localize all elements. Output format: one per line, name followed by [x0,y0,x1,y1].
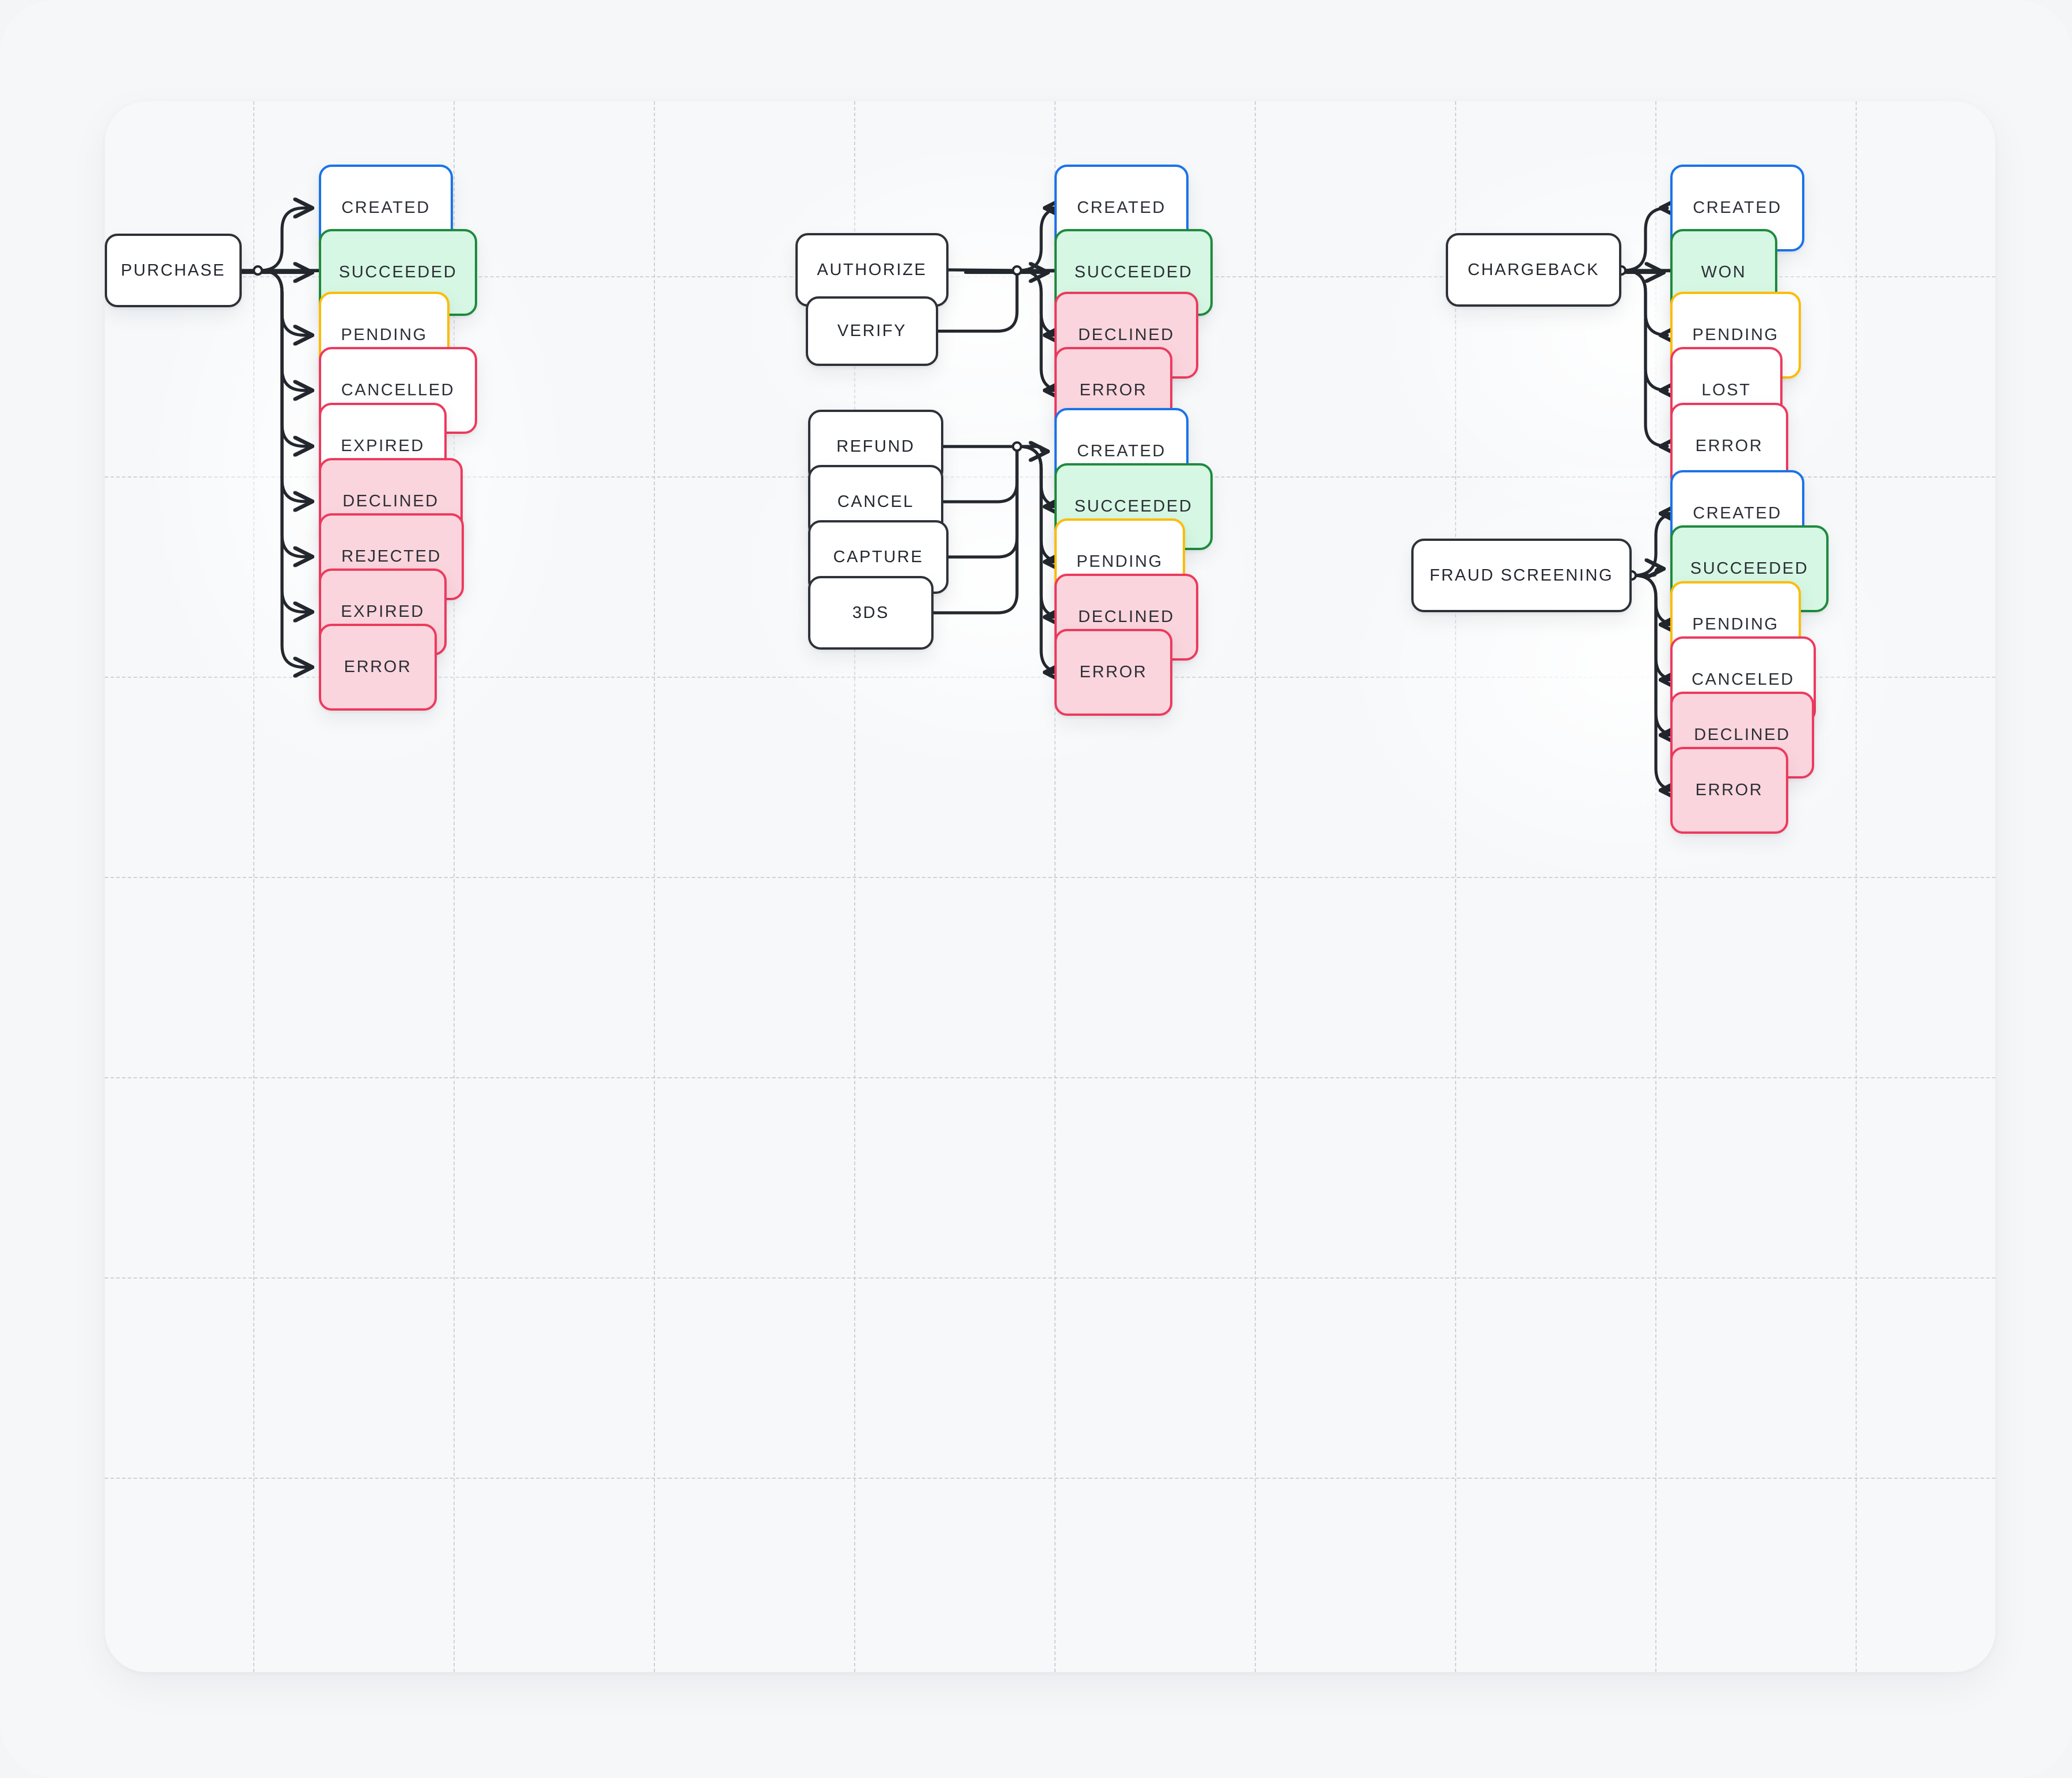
grid-line-vertical [253,101,254,1672]
edge-to-succeeded [1630,569,1662,576]
node-label: AUTHORIZE [817,260,927,279]
node-label: CHARGEBACK [1467,260,1600,279]
node-label: ERROR [1695,781,1764,799]
node-label: EXPIRED [341,437,425,455]
grid-line-vertical [1655,101,1656,1672]
node-label: PENDING [341,326,428,344]
edge-to-created [1620,208,1667,272]
node-label: CANCELLED [341,381,455,399]
source-node-authorize[interactable]: AUTHORIZE [795,233,949,307]
node-label: 3DS [852,603,890,622]
edge-to-created [1015,447,1046,452]
edge-source-to-junction [947,445,1019,559]
glow-chargeback [1371,136,1889,539]
grid-line-horizontal [105,1478,1995,1479]
node-label: ERROR [1079,663,1148,681]
node-label: PENDING [1692,326,1779,344]
node-label: SUCCEEDED [338,263,458,281]
node-label: REFUND [836,437,915,456]
state-node-error[interactable]: ERROR [1670,747,1788,834]
node-label: VERIFY [837,322,907,340]
edge-to-created [256,208,311,272]
edge-to-expired [256,269,311,447]
junction-dot [253,265,263,276]
source-node-3ds[interactable]: 3DS [808,576,934,650]
node-label: PENDING [1076,552,1163,571]
edge-source-to-junction [936,269,1019,333]
node-label: ERROR [1695,437,1764,455]
node-label: EXPIRED [341,602,425,621]
edge-to-succeeded [227,270,326,273]
glow-fraud [1336,435,1912,895]
node-label: CANCELED [1692,670,1795,689]
node-label: DECLINED [342,492,439,510]
grid-line-vertical [454,101,455,1672]
node-label: CREATED [1077,199,1166,217]
grid-line-horizontal [105,877,1995,878]
grid-line-vertical [1856,101,1857,1672]
node-label: DECLINED [1694,726,1791,744]
node-label: SUCCEEDED [1074,263,1193,281]
grid-line-horizontal [105,1077,1995,1078]
source-node-verify[interactable]: VERIFY [806,296,938,366]
edge-source-to-junction [942,445,1019,503]
state-node-error[interactable]: ERROR [1054,629,1172,716]
edge-to-lost [1620,269,1667,391]
node-label: SUCCEEDED [1690,559,1809,578]
grid-line-vertical [654,101,655,1672]
node-label: REJECTED [341,547,441,566]
node-label: LOST [1701,381,1751,399]
grid-line-vertical [1255,101,1256,1672]
node-label: SUCCEEDED [1074,497,1193,516]
node-label: FRAUD SCREENING [1429,566,1614,585]
node-label: ERROR [344,658,412,676]
node-label: CAPTURE [833,547,924,566]
node-label: CREATED [1693,199,1782,217]
edge-to-declined [256,269,311,502]
node-label: CREATED [1077,442,1166,460]
edge-to-error [1620,269,1667,447]
node-label: WON [1701,263,1747,281]
junction-dot [1012,441,1022,452]
edge-to-pending [256,269,311,335]
node-label: PURCHASE [121,261,226,280]
edge-to-error [256,269,311,667]
edge-to-cancelled [256,269,311,391]
node-label: CREATED [341,199,431,217]
node-label: DECLINED [1078,326,1175,344]
diagram-canvas-card[interactable]: PURCHASE CREATED SUCCEEDED PENDING CANCELLED… [105,101,1995,1672]
node-label: ERROR [1079,381,1148,399]
edge-to-rejected [256,269,311,557]
source-node-purchase[interactable]: PURCHASE [105,234,242,307]
source-node-chargeback[interactable]: CHARGEBACK [1446,233,1621,307]
node-label: CANCEL [837,492,915,511]
node-label: DECLINED [1078,608,1175,626]
state-node-error[interactable]: ERROR [319,624,437,711]
node-label: PENDING [1692,615,1779,634]
source-node-fraud-screening[interactable]: FRAUD SCREENING [1411,539,1632,612]
node-label: CREATED [1693,504,1782,522]
edge-to-expired [256,269,311,612]
edge-to-pending [1620,269,1667,335]
junction-dot [1012,265,1022,276]
grid-line-vertical [1455,101,1456,1672]
grid-line-horizontal [105,1277,1995,1279]
